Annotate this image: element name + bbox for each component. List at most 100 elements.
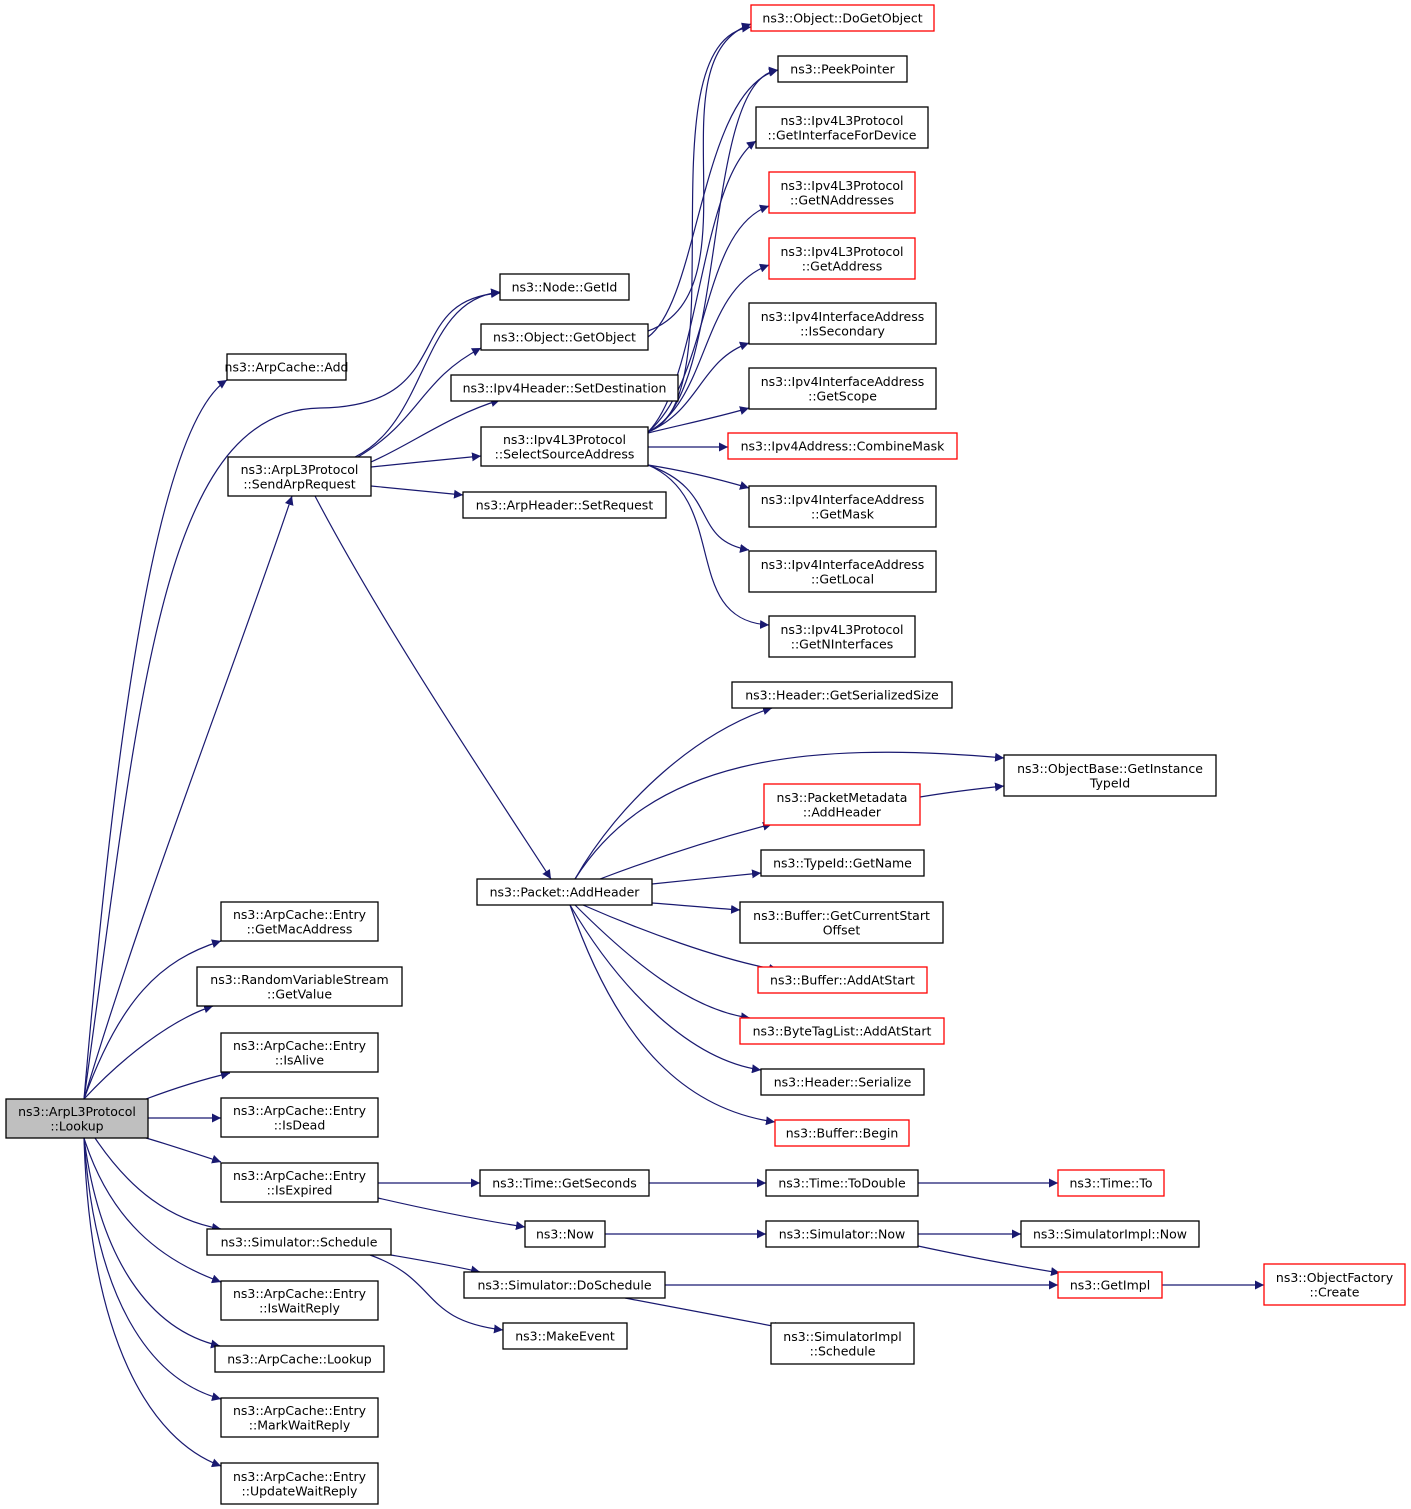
node-box — [220, 1397, 379, 1438]
function-node-ipv4header-setdestination[interactable]: ns3::Ipv4Header::SetDestination — [450, 374, 679, 402]
node-label-line: ns3::Node::GetId — [512, 280, 618, 295]
function-node-time-to[interactable]: ns3::Time::To — [1057, 1169, 1165, 1197]
node-label-line: ns3::ArpCache::Lookup — [227, 1352, 372, 1367]
function-node-header-serialize[interactable]: ns3::Header::Serialize — [760, 1068, 925, 1096]
function-node-randomvariablestream-getvalue[interactable]: ns3::RandomVariableStream::GetValue — [196, 966, 403, 1007]
function-node-peekpointer[interactable]: ns3::PeekPointer — [777, 55, 908, 83]
function-node-arpheader-setrequest[interactable]: ns3::ArpHeader::SetRequest — [462, 491, 667, 519]
node-label-line: ns3::Ipv4InterfaceAddress — [761, 492, 925, 507]
call-edges — [83, 22, 1264, 1468]
function-node-ipv4ifaddr-issecondary[interactable]: ns3::Ipv4InterfaceAddress::IsSecondary — [748, 302, 937, 345]
node-label-line: ::GetNInterfaces — [791, 636, 894, 651]
call-edge-lookup-root-to-arpcache-lookup — [83, 1137, 221, 1349]
function-node-entry-markwaitreply[interactable]: ns3::ArpCache::Entry::MarkWaitReply — [220, 1397, 379, 1438]
call-edge-ipv4l3-selectsourceaddress-to-object-dogetobject — [647, 23, 752, 433]
node-box — [524, 1220, 606, 1248]
node-label-line: ns3::Buffer::Begin — [786, 1126, 899, 1141]
call-edge-lookup-root-to-entry-updatewaitreply — [83, 1137, 222, 1468]
node-box — [480, 323, 649, 351]
node-box — [748, 367, 937, 410]
function-node-send-arp-request[interactable]: ns3::ArpL3Protocol::SendArpRequest — [227, 456, 372, 497]
node-box — [760, 849, 925, 877]
node-label-line: ns3::ArpCache::Entry — [233, 1103, 367, 1118]
node-box — [502, 1322, 628, 1350]
node-box — [750, 4, 935, 32]
function-node-buffer-addatstart[interactable]: ns3::Buffer::AddAtStart — [757, 966, 928, 994]
function-node-object-getobject[interactable]: ns3::Object::GetObject — [480, 323, 649, 351]
function-node-header-getserializedsize[interactable]: ns3::Header::GetSerializedSize — [731, 681, 953, 709]
function-node-entry-isexpired[interactable]: ns3::ArpCache::Entry::IsExpired — [220, 1162, 379, 1203]
function-node-getimpl[interactable]: ns3::GetImpl — [1057, 1271, 1163, 1299]
function-node-entry-updatewaitreply[interactable]: ns3::ArpCache::Entry::UpdateWaitReply — [220, 1462, 379, 1505]
call-edge-send-arp-request-to-ipv4header-setdestination — [370, 398, 501, 463]
function-node-entry-getmacaddress[interactable]: ns3::ArpCache::Entry::GetMacAddress — [220, 901, 379, 942]
node-box — [220, 901, 379, 942]
function-node-ipv4l3-getnaddresses[interactable]: ns3::Ipv4L3Protocol::GetNAddresses — [768, 171, 916, 214]
function-node-typeid-getname[interactable]: ns3::TypeId::GetName — [760, 849, 925, 877]
node-box — [777, 55, 908, 83]
function-node-time-todouble[interactable]: ns3::Time::ToDouble — [765, 1169, 919, 1197]
node-box — [748, 550, 937, 593]
function-node-lookup-root[interactable]: ns3::ArpL3Protocol::Lookup — [5, 1098, 149, 1139]
function-node-time-getseconds[interactable]: ns3::Time::GetSeconds — [479, 1169, 650, 1197]
function-node-object-dogetobject[interactable]: ns3::Object::DoGetObject — [750, 4, 935, 32]
node-label-line: ns3::Ipv4InterfaceAddress — [761, 309, 925, 324]
call-edge-ipv4l3-selectsourceaddress-to-ipv4l3-getinterfacefordevice — [647, 140, 757, 433]
call-edge-simulator-schedule-to-simulator-doschedule — [390, 1254, 481, 1275]
call-edge-send-arp-request-to-ipv4l3-selectsourceaddress — [370, 452, 482, 468]
function-node-arpcache-add[interactable]: ns3::ArpCache::Add — [225, 353, 349, 381]
function-node-entry-iswaitreply[interactable]: ns3::ArpCache::Entry::IsWaitReply — [220, 1280, 379, 1321]
node-label-line: ::IsAlive — [275, 1052, 325, 1067]
function-node-packetmetadata-addheader[interactable]: ns3::PacketMetadata::AddHeader — [763, 783, 921, 826]
function-node-simulator-doschedule[interactable]: ns3::Simulator::DoSchedule — [463, 1271, 666, 1299]
function-node-ipv4l3-selectsourceaddress[interactable]: ns3::Ipv4L3Protocol::SelectSourceAddress — [480, 426, 649, 467]
function-node-ipv4l3-getninterfaces[interactable]: ns3::Ipv4L3Protocol::GetNInterfaces — [768, 615, 916, 658]
function-node-entry-isdead[interactable]: ns3::ArpCache::Entry::IsDead — [220, 1097, 379, 1138]
node-label-line: ns3::Header::GetSerializedSize — [745, 688, 939, 703]
call-edge-packet-addheader-to-packetmetadata-addheader — [599, 821, 773, 880]
node-box — [499, 273, 630, 301]
call-edge-entry-isexpired-to-now — [377, 1197, 526, 1231]
call-edge-ipv4l3-selectsourceaddress-to-peekpointer — [647, 66, 779, 433]
node-label-line: ns3::Ipv4Header::SetDestination — [463, 381, 667, 396]
node-box — [739, 1017, 945, 1045]
function-node-packet-addheader[interactable]: ns3::Packet::AddHeader — [476, 878, 653, 906]
function-node-simulatorimpl-schedule[interactable]: ns3::SimulatorImpl::Schedule — [770, 1322, 915, 1365]
function-node-now[interactable]: ns3::Now — [524, 1220, 606, 1248]
function-node-bytetaglist-addatstart[interactable]: ns3::ByteTagList::AddAtStart — [739, 1017, 945, 1045]
node-label-line: ns3::Header::Serialize — [774, 1075, 912, 1090]
function-node-makeevent[interactable]: ns3::MakeEvent — [502, 1322, 628, 1350]
function-node-ipv4ifaddr-getscope[interactable]: ns3::Ipv4InterfaceAddress::GetScope — [748, 367, 937, 410]
function-node-ipv4ifaddr-getmask[interactable]: ns3::Ipv4InterfaceAddress::GetMask — [748, 485, 937, 528]
node-box — [1003, 754, 1217, 797]
node-label-line: ::IsDead — [274, 1117, 326, 1132]
function-node-ipv4l3-getaddress[interactable]: ns3::Ipv4L3Protocol::GetAddress — [768, 237, 916, 280]
function-node-simulatorimpl-now[interactable]: ns3::SimulatorImpl::Now — [1020, 1220, 1200, 1248]
call-edge-send-arp-request-to-packet-addheader — [314, 495, 552, 880]
node-label-line: ns3::MakeEvent — [515, 1329, 615, 1344]
function-node-node-getid[interactable]: ns3::Node::GetId — [499, 273, 630, 301]
call-edge-send-arp-request-to-object-getobject — [357, 347, 482, 458]
function-node-arpcache-lookup[interactable]: ns3::ArpCache::Lookup — [214, 1345, 385, 1373]
node-box — [731, 681, 953, 709]
function-node-ipv4l3-getinterfacefordevice[interactable]: ns3::Ipv4L3Protocol::GetInterfaceForDevi… — [755, 106, 929, 149]
function-node-ipv4ifaddr-getlocal[interactable]: ns3::Ipv4InterfaceAddress::GetLocal — [748, 550, 937, 593]
function-node-buffer-begin[interactable]: ns3::Buffer::Begin — [774, 1119, 910, 1147]
function-node-ipv4address-combinemask[interactable]: ns3::Ipv4Address::CombineMask — [727, 432, 958, 460]
call-edge-lookup-root-to-simulator-schedule — [94, 1137, 222, 1232]
function-node-simulator-schedule[interactable]: ns3::Simulator::Schedule — [206, 1228, 392, 1256]
function-node-objectfactory-create[interactable]: ns3::ObjectFactory::Create — [1263, 1263, 1406, 1306]
node-label-line: ::Schedule — [810, 1343, 876, 1358]
node-label-line: ns3::Ipv4Address::CombineMask — [741, 439, 946, 454]
node-label-line: ns3::ArpCache::Entry — [233, 1469, 367, 1484]
function-node-simulator-now[interactable]: ns3::Simulator::Now — [765, 1220, 919, 1248]
node-label-line: ns3::Ipv4InterfaceAddress — [761, 374, 925, 389]
call-edge-packet-addheader-to-buffer-getcurrentstartoffset — [651, 902, 741, 914]
call-edge-lookup-root-to-entry-markwaitreply — [83, 1137, 222, 1402]
function-node-entry-isalive[interactable]: ns3::ArpCache::Entry::IsAlive — [220, 1032, 379, 1073]
call-edge-packetmetadata-addheader-to-objectbase-getinstancetypeid — [919, 782, 1005, 798]
node-box — [220, 1097, 379, 1138]
